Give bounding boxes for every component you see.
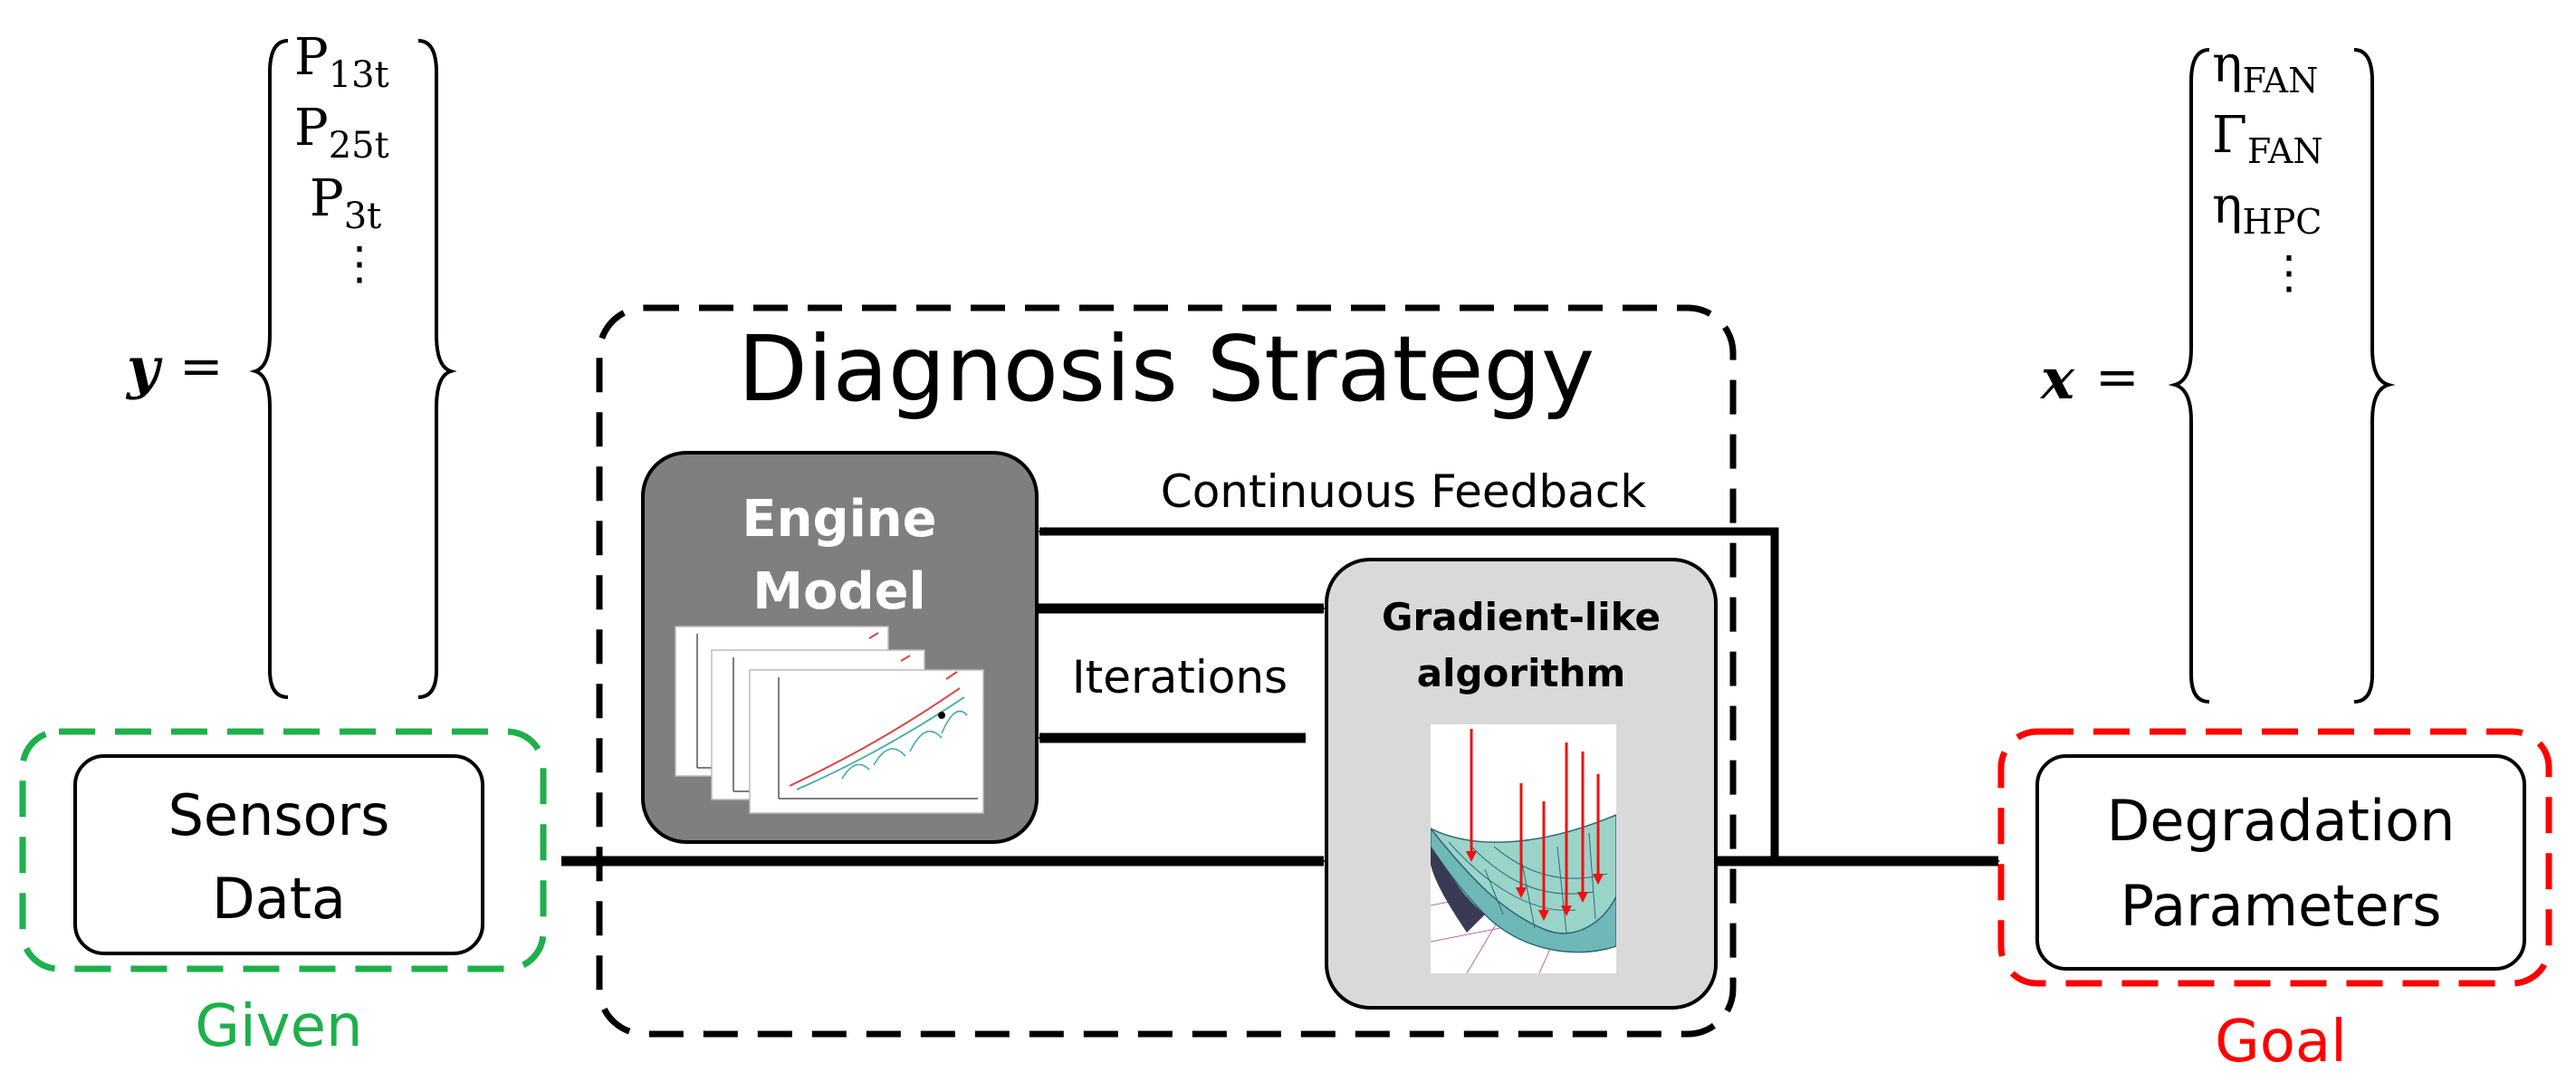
x-equals: = bbox=[2095, 346, 2140, 407]
goal-group: Degradation Parameters Goal bbox=[1997, 728, 2552, 1076]
x-vector: x = ηFAN ΓFAN ηHPC ⋮ bbox=[2039, 35, 2396, 704]
y-entry-1: P13t bbox=[294, 28, 389, 96]
x-entry-3: ηHPC bbox=[2212, 177, 2322, 242]
goal-label: Goal bbox=[2215, 1009, 2347, 1076]
sensors-data-box bbox=[73, 754, 484, 955]
degradation-line2: Parameters bbox=[2121, 873, 2442, 939]
arrows bbox=[561, 527, 2000, 867]
x-ellipsis: ⋮ bbox=[2266, 246, 2312, 299]
x-symbol: x bbox=[2039, 346, 2075, 412]
iterations-label: Iterations bbox=[1072, 651, 1288, 704]
continuous-feedback-label: Continuous Feedback bbox=[1161, 465, 1646, 518]
sensors-data-line1: Sensors bbox=[168, 782, 390, 848]
y-vector: y = P13t P25t P3t ⋮ bbox=[125, 28, 457, 699]
goal-dashed-frame bbox=[1997, 728, 2552, 987]
y-left-brace bbox=[249, 39, 289, 699]
sensors-data-line2: Data bbox=[212, 866, 346, 932]
x-right-brace bbox=[2353, 48, 2396, 704]
algorithm-line2: algorithm bbox=[1417, 651, 1626, 695]
engine-model-line1: Engine bbox=[742, 490, 936, 549]
y-entry-2: P25t bbox=[294, 99, 389, 167]
performance-map-thumbnail bbox=[675, 626, 984, 814]
degradation-parameters-box bbox=[2035, 754, 2526, 971]
x-left-brace bbox=[2168, 48, 2210, 704]
continuous-feedback-arrow bbox=[1038, 527, 1779, 861]
given-label: Given bbox=[195, 993, 362, 1060]
x-entry-2: ΓFAN bbox=[2212, 106, 2323, 171]
y-equals: = bbox=[179, 335, 224, 397]
given-group: Sensors Data Given bbox=[19, 728, 547, 1060]
y-right-brace bbox=[417, 39, 457, 699]
algorithm-line1: Gradient-like bbox=[1382, 595, 1661, 639]
loss-surface-thumbnail bbox=[1431, 724, 1616, 973]
degradation-line1: Degradation bbox=[2107, 788, 2456, 854]
y-entry-3: P3t bbox=[310, 169, 381, 237]
diagnosis-strategy-group: Diagnosis Strategy Engine Model bbox=[596, 304, 1737, 1038]
diagnosis-strategy-frame bbox=[596, 304, 1737, 1038]
y-symbol: y bbox=[125, 335, 163, 401]
x-entry-1: ηFAN bbox=[2212, 35, 2318, 101]
y-ellipsis: ⋮ bbox=[337, 237, 382, 290]
given-dashed-frame bbox=[19, 728, 547, 972]
engine-model-line2: Model bbox=[752, 562, 925, 621]
diagnosis-strategy-title: Diagnosis Strategy bbox=[738, 316, 1594, 422]
